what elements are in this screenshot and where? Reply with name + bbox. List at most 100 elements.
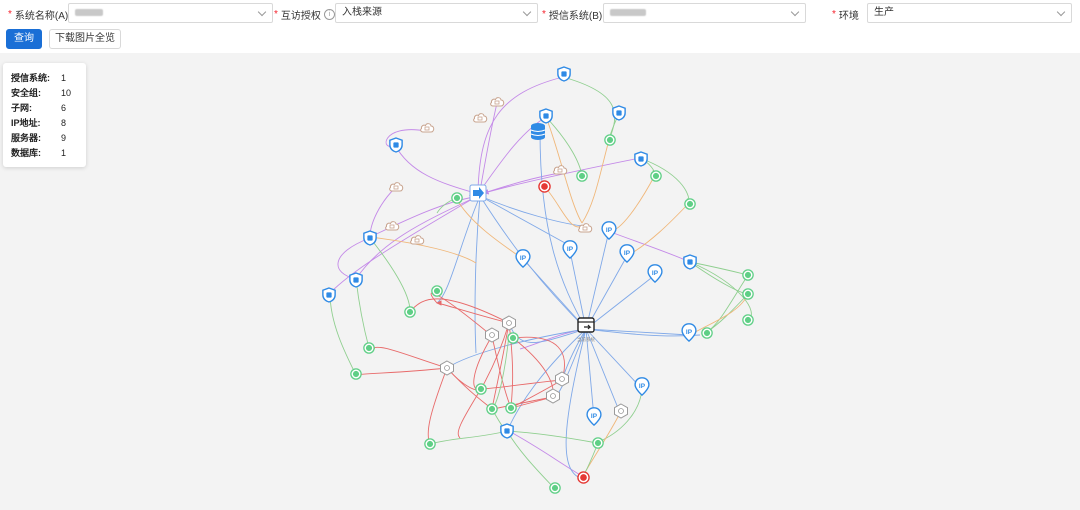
stat-value: 9 (61, 132, 67, 143)
env-select[interactable]: 生产 (867, 3, 1072, 23)
chevron-down-icon (1056, 7, 1066, 17)
server-node[interactable] (486, 403, 498, 415)
ip-address-node[interactable] (619, 244, 635, 263)
security-group-node[interactable] (389, 137, 403, 153)
database-icon[interactable] (530, 123, 546, 140)
cloud-subnet-node[interactable] (578, 223, 593, 233)
stat-row: 子网: 6 (3, 100, 86, 115)
server-node[interactable] (650, 170, 662, 182)
stat-value: 6 (61, 102, 67, 113)
filter-bar: * 系统名称(A) * 互访授权 i 入栈来源 * 授信系统(B) * 环境 生… (0, 0, 1080, 52)
access-label: 互访授权 (280, 10, 321, 22)
stat-label: 数据库: (11, 148, 41, 158)
required-mark: * (542, 8, 546, 20)
security-group-node[interactable] (363, 230, 377, 246)
server-node[interactable] (475, 383, 487, 395)
server-node[interactable] (592, 437, 604, 449)
security-group-node[interactable] (634, 151, 648, 167)
system-a-field: * 系统名称(A) (8, 3, 273, 25)
stat-label: 子网: (11, 103, 32, 113)
security-group-node[interactable] (349, 272, 363, 288)
network-graph[interactable]: IP (0, 53, 1080, 510)
query-button[interactable]: 查询 (6, 29, 42, 49)
subnet-node[interactable] (485, 327, 499, 343)
security-group-node[interactable] (322, 287, 336, 303)
subnet-node[interactable] (555, 371, 569, 387)
ip-address-node[interactable] (601, 221, 617, 240)
cloud-subnet-node[interactable] (553, 165, 568, 175)
server-node[interactable] (576, 170, 588, 182)
server-node[interactable] (431, 285, 443, 297)
access-field: * 互访授权 i 入栈来源 (274, 3, 539, 25)
graph-nodes: 当前系统 (322, 66, 754, 494)
ip-address-node[interactable] (634, 377, 650, 396)
stat-label: IP地址: (11, 118, 41, 128)
server-node[interactable] (742, 288, 754, 300)
system-b-value-redacted (610, 9, 646, 16)
server-node[interactable] (604, 134, 616, 146)
subnet-node[interactable] (440, 360, 454, 376)
current-system-node[interactable] (577, 317, 595, 333)
server-node[interactable] (451, 192, 463, 204)
ip-address-node[interactable] (647, 264, 663, 283)
download-image-button[interactable]: 下载图片全览 (49, 29, 121, 49)
server-node[interactable] (404, 306, 416, 318)
alert-server-node[interactable] (577, 471, 590, 484)
stat-row: IP地址: 8 (3, 115, 86, 130)
server-node[interactable] (350, 368, 362, 380)
alert-server-node[interactable] (538, 180, 551, 193)
security-group-node[interactable] (683, 254, 697, 270)
stat-row: 服务器: 9 (3, 130, 86, 145)
stat-label: 授信系统: (11, 73, 50, 83)
stat-value: 10 (61, 87, 72, 98)
server-node[interactable] (424, 438, 436, 450)
env-label: 环境 (838, 10, 859, 22)
stats-panel: 授信系统: 1 安全组: 10 子网: 6 IP地址: 8 服务器: 9 数据库… (3, 63, 86, 167)
system-a-select[interactable] (68, 3, 273, 23)
stat-label: 服务器: (11, 133, 41, 143)
server-node[interactable] (363, 342, 375, 354)
current-system-label: 当前系统 (577, 336, 595, 343)
info-icon[interactable]: i (323, 8, 335, 20)
security-group-node[interactable] (612, 105, 626, 121)
stat-row: 授信系统: 1 (3, 70, 86, 85)
cloud-subnet-node[interactable] (410, 235, 425, 245)
required-mark: * (832, 8, 836, 20)
server-node[interactable] (505, 402, 517, 414)
ip-address-node[interactable] (681, 323, 697, 342)
subnet-node[interactable] (502, 315, 516, 331)
graph-edges (329, 76, 754, 489)
stat-value: 1 (61, 147, 67, 158)
ip-address-node[interactable] (562, 240, 578, 259)
server-node[interactable] (684, 198, 696, 210)
security-group-node[interactable] (539, 108, 553, 124)
env-value: 生产 (874, 7, 894, 18)
chevron-down-icon (257, 7, 267, 17)
stat-label: 安全组: (11, 88, 41, 98)
system-b-select[interactable] (603, 3, 806, 23)
cloud-subnet-node[interactable] (473, 113, 488, 123)
system-b-label: 授信系统(B) (548, 10, 603, 22)
cloud-subnet-node[interactable] (385, 221, 400, 231)
server-node[interactable] (701, 327, 713, 339)
access-value: 入栈来源 (342, 7, 382, 18)
required-mark: * (8, 8, 12, 20)
cloud-subnet-node[interactable] (490, 97, 505, 107)
server-node[interactable] (507, 332, 519, 344)
ip-address-node[interactable] (586, 407, 602, 426)
security-group-node[interactable] (557, 66, 571, 82)
server-node[interactable] (742, 314, 754, 326)
security-group-node[interactable] (500, 423, 514, 439)
subnet-node[interactable] (546, 388, 560, 404)
access-select[interactable]: 入栈来源 (335, 3, 538, 23)
cloud-subnet-node[interactable] (420, 123, 435, 133)
stat-value: 8 (61, 117, 67, 128)
subnet-node[interactable] (614, 403, 628, 419)
env-field: * 环境 生产 (832, 3, 1072, 25)
required-mark: * (274, 8, 278, 20)
chevron-down-icon (522, 7, 532, 17)
server-node[interactable] (549, 482, 561, 494)
cloud-subnet-node[interactable] (389, 182, 404, 192)
system-node[interactable] (469, 184, 487, 202)
server-node[interactable] (742, 269, 754, 281)
